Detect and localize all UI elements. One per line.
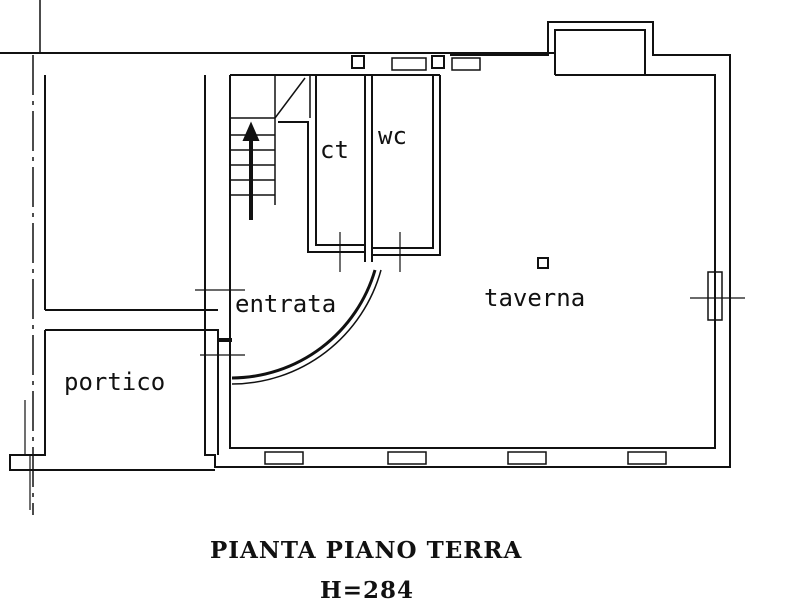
room-label-entrata: entrata	[235, 290, 337, 318]
height-label: H=284	[320, 577, 415, 604]
room-label-taverna: taverna	[484, 284, 586, 312]
room-label-ct: ct	[320, 136, 349, 164]
room-label-portico: portico	[64, 368, 166, 396]
plan-title: PIANTA PIANO TERRA	[210, 537, 523, 564]
room-label-wc: wc	[378, 122, 407, 150]
